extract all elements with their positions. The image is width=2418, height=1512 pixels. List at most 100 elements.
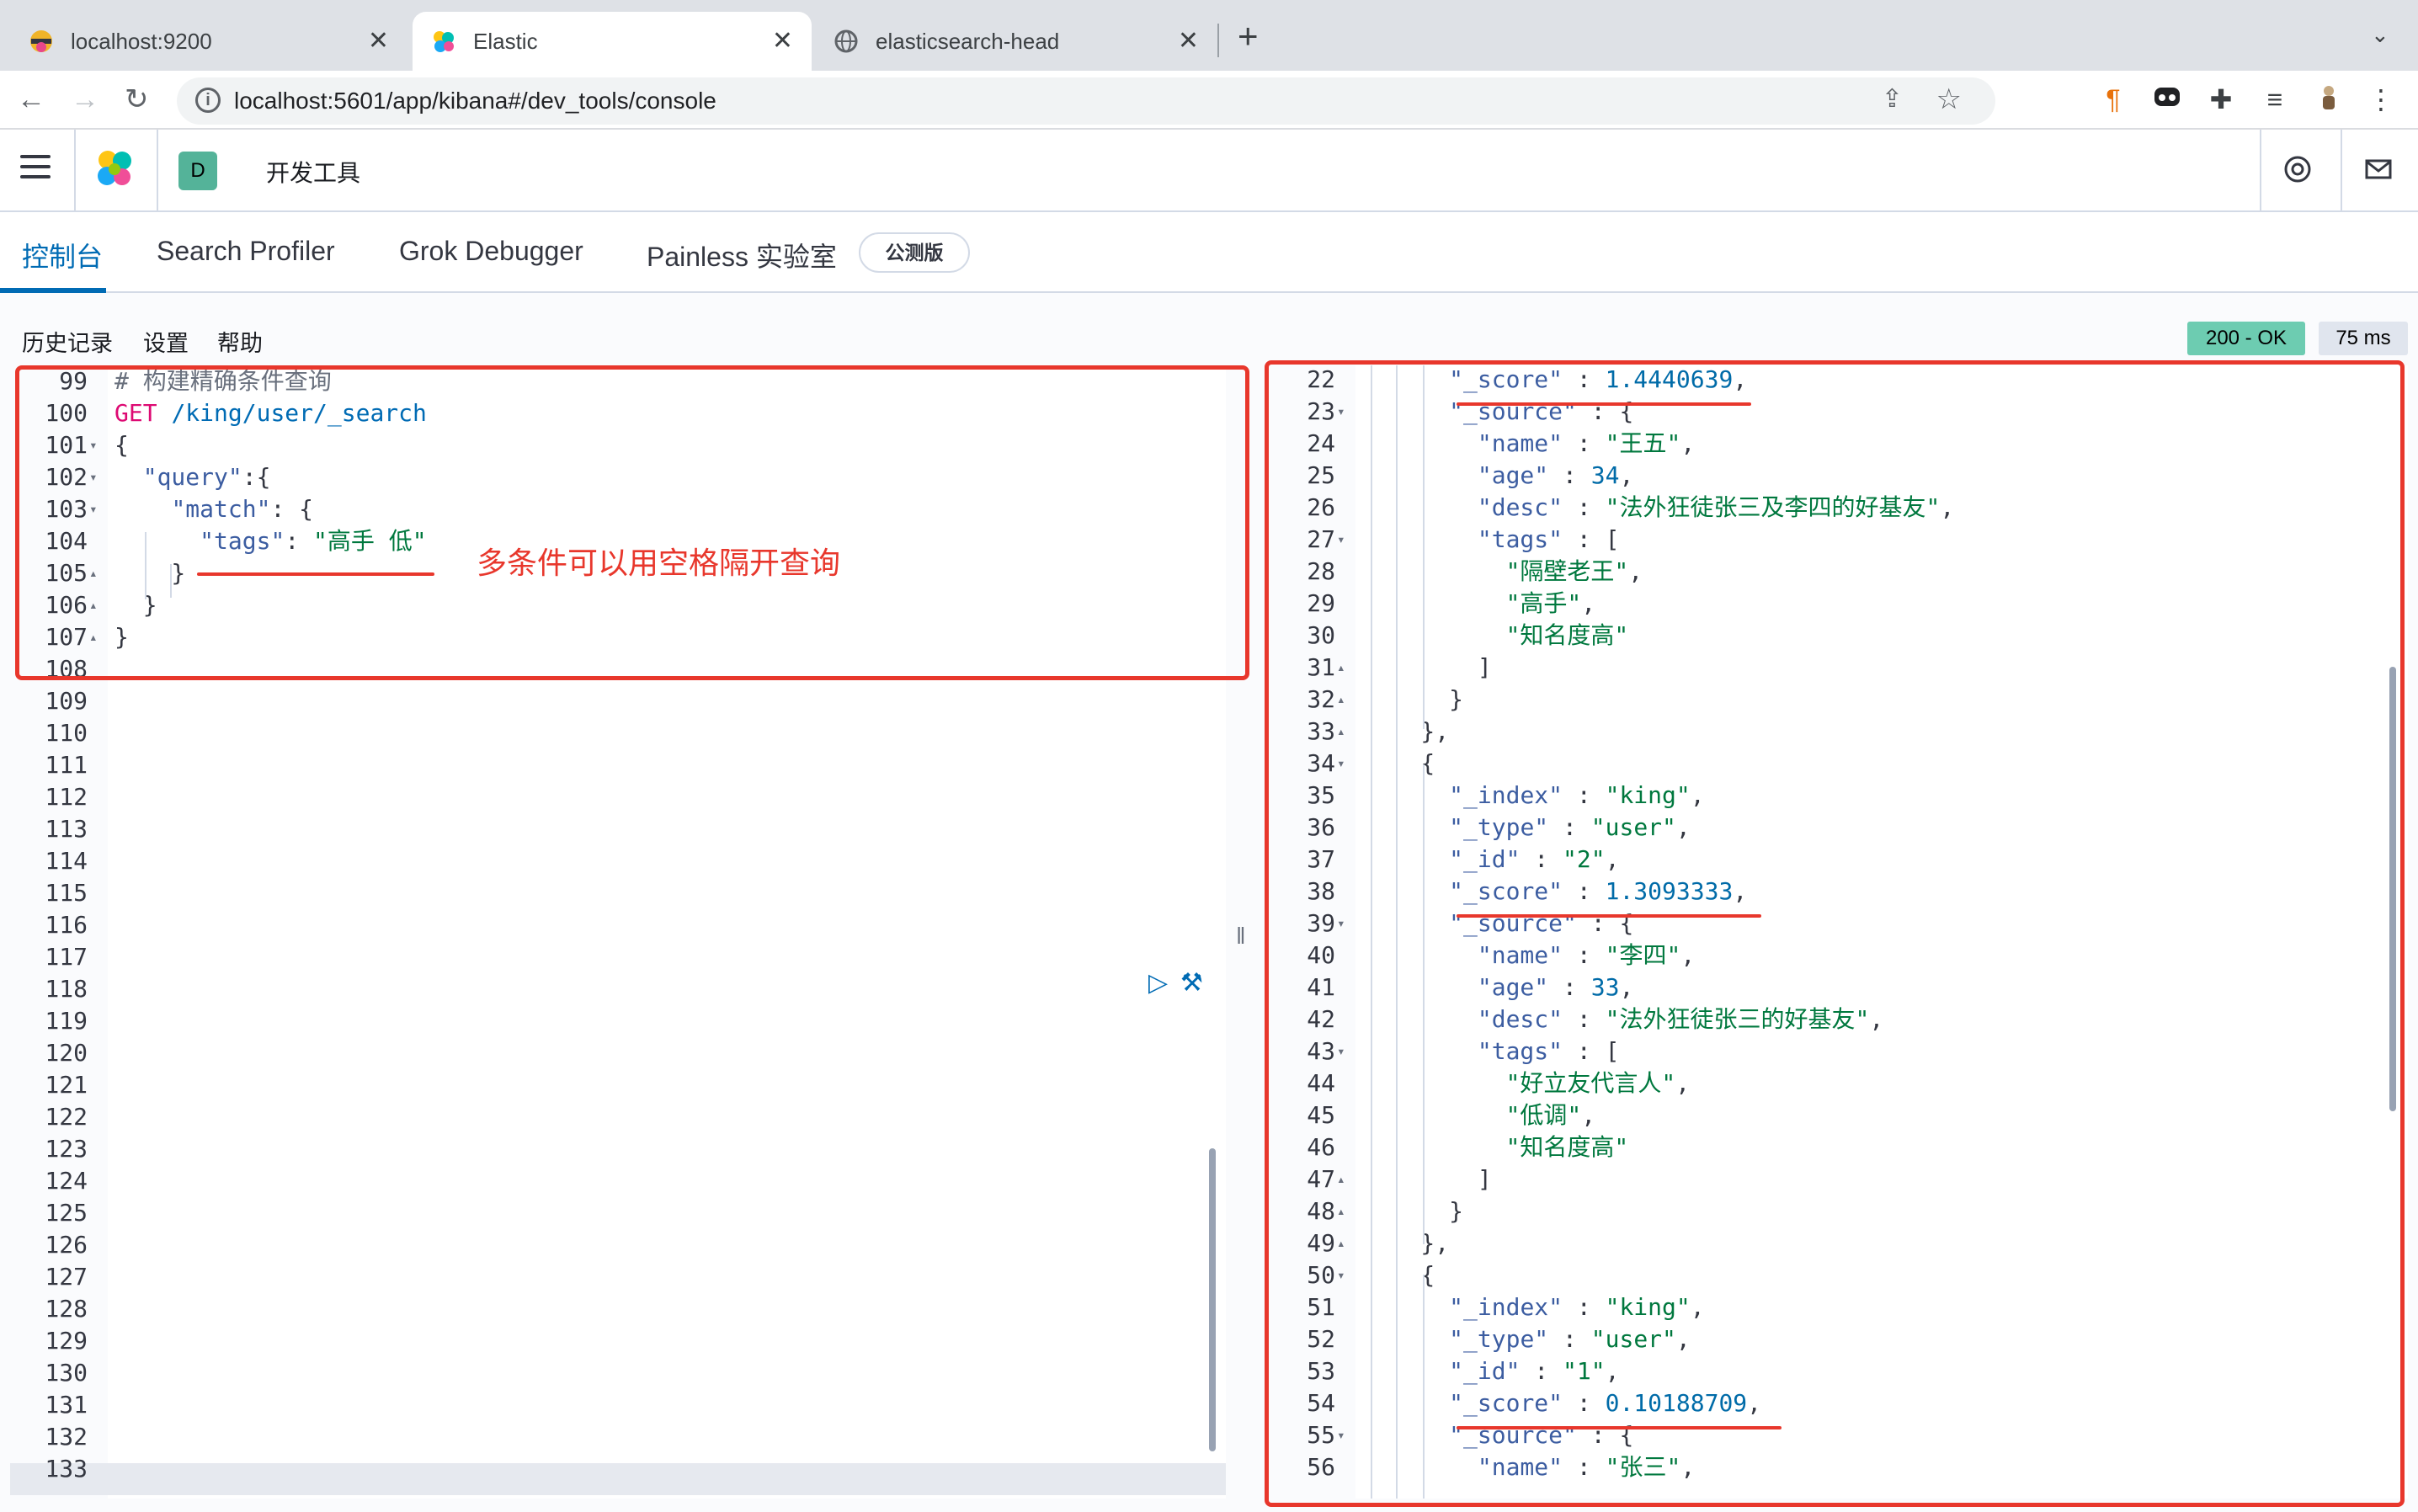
line-number: 119 bbox=[45, 1007, 88, 1035]
code-token: : bbox=[1563, 429, 1606, 457]
browser-tab-elastic[interactable]: Elastic ✕ bbox=[413, 12, 812, 71]
fold-caret-up-icon[interactable]: ▴ bbox=[1337, 723, 1345, 739]
forward-arrow-icon[interactable]: → bbox=[71, 83, 99, 115]
code-line: 113 bbox=[10, 813, 1226, 845]
share-icon[interactable]: ⇪ bbox=[1881, 85, 1903, 113]
fold-caret-up-icon[interactable]: ▴ bbox=[1337, 1203, 1345, 1219]
tab-grok-debugger[interactable]: Grok Debugger bbox=[399, 236, 583, 266]
fold-caret-up-icon[interactable]: ▴ bbox=[89, 629, 98, 645]
panel-resizer[interactable]: ‖ bbox=[1226, 365, 1258, 1499]
line-number: 112 bbox=[45, 783, 88, 811]
line-number: 122 bbox=[45, 1103, 88, 1131]
pilcrow-extension-icon[interactable]: ¶ bbox=[2106, 84, 2121, 114]
code-line: 26 "desc" : "法外狂徒张三及李四的好基友", bbox=[1258, 492, 2408, 524]
close-tab-icon[interactable]: ✕ bbox=[367, 27, 389, 55]
fold-caret-up-icon[interactable]: ▴ bbox=[1337, 1171, 1345, 1187]
browser-tab-title: localhost:9200 bbox=[71, 28, 212, 54]
fold-caret-down-icon[interactable]: ▾ bbox=[1337, 1427, 1345, 1443]
settings-menu-link[interactable]: 设置 bbox=[143, 331, 189, 356]
puzzle-extensions-icon[interactable]: ✚ bbox=[2209, 84, 2233, 114]
space-avatar[interactable]: D bbox=[178, 152, 217, 190]
extension-icon[interactable] bbox=[2150, 83, 2184, 116]
code-line: 37 "_id" : "2", bbox=[1258, 844, 2408, 876]
history-menu-link[interactable]: 历史记录 bbox=[22, 331, 113, 356]
editor-scrollbar[interactable] bbox=[1209, 1148, 1216, 1451]
line-number: 128 bbox=[45, 1295, 88, 1323]
line-number: 129 bbox=[45, 1327, 88, 1355]
hamburger-menu-icon[interactable] bbox=[20, 155, 51, 180]
fold-caret-down-icon[interactable]: ▾ bbox=[1337, 1043, 1345, 1059]
browser-tab-elasticsearch-head[interactable]: elasticsearch-head ✕ bbox=[817, 12, 1217, 71]
line-number: 53 bbox=[1307, 1357, 1335, 1385]
reading-list-icon[interactable]: ≡ bbox=[2266, 84, 2283, 114]
code-line: 56 "name" : "张三", bbox=[1258, 1451, 2408, 1483]
chevron-down-icon[interactable]: ⌄ bbox=[2371, 22, 2389, 47]
fold-caret-up-icon[interactable]: ▴ bbox=[89, 565, 98, 581]
line-number: 36 bbox=[1307, 813, 1335, 841]
code-text: "desc" : "法外狂徒张三及李四的好基友", bbox=[1364, 492, 1954, 524]
newsfeed-mail-icon[interactable] bbox=[2364, 155, 2393, 191]
line-number: 101 bbox=[45, 431, 88, 459]
close-tab-icon[interactable]: ✕ bbox=[1177, 27, 1199, 55]
code-token: }, bbox=[1364, 717, 1450, 745]
help-menu-link[interactable]: 帮助 bbox=[217, 331, 263, 356]
code-text: "name" : "张三", bbox=[1364, 1451, 1695, 1483]
code-token: "_index" bbox=[1449, 1293, 1563, 1321]
code-token: "_type" bbox=[1449, 813, 1549, 841]
code-line: 47▴ ] bbox=[1258, 1163, 2408, 1195]
code-line: 99# 构建精确条件查询 bbox=[10, 365, 1226, 397]
code-token: "好立友代言人" bbox=[1505, 1069, 1676, 1097]
resizer-grip-icon[interactable]: ‖ bbox=[1236, 923, 1246, 949]
code-token: "desc" bbox=[1477, 493, 1563, 521]
fold-caret-up-icon[interactable]: ▴ bbox=[1337, 691, 1345, 707]
elastic-logo-icon[interactable] bbox=[94, 148, 135, 190]
tab-painless-lab[interactable]: Painless 实验室 bbox=[647, 242, 837, 272]
header-divider bbox=[2260, 130, 2261, 210]
new-tab-plus-icon[interactable]: + bbox=[1238, 16, 1259, 56]
response-output[interactable]: 22 "_score" : 1.4440639,23▾ "_source" : … bbox=[1258, 365, 2408, 1499]
code-line: 29 "高手", bbox=[1258, 588, 2408, 620]
line-number: 105 bbox=[45, 559, 88, 587]
fold-caret-down-icon[interactable]: ▾ bbox=[89, 501, 98, 517]
fold-caret-down-icon[interactable]: ▾ bbox=[1337, 403, 1345, 419]
help-lifebuoy-icon[interactable] bbox=[2283, 155, 2312, 191]
fold-caret-down-icon[interactable]: ▾ bbox=[89, 437, 98, 453]
reload-icon[interactable]: ↻ bbox=[125, 83, 149, 115]
line-number: 23 bbox=[1307, 397, 1335, 425]
tab-search-profiler[interactable]: Search Profiler bbox=[157, 236, 335, 266]
code-text: "name" : "王五", bbox=[1364, 428, 1695, 460]
close-tab-icon[interactable]: ✕ bbox=[771, 27, 793, 55]
code-token: "tags" bbox=[200, 527, 285, 555]
code-token: :{ bbox=[242, 463, 271, 491]
code-line: 43▾ "tags" : [ bbox=[1258, 1036, 2408, 1067]
code-token: "query" bbox=[142, 463, 242, 491]
fold-caret-down-icon[interactable]: ▾ bbox=[1337, 531, 1345, 547]
code-text: "_score" : 1.4440639, bbox=[1364, 365, 1747, 396]
fold-caret-up-icon[interactable]: ▴ bbox=[1337, 659, 1345, 675]
profile-avatar-icon[interactable] bbox=[2312, 83, 2346, 116]
address-bar[interactable]: i localhost:5601/app/kibana#/dev_tools/c… bbox=[177, 77, 1995, 125]
output-scrollbar[interactable] bbox=[2389, 667, 2396, 1111]
line-number: 54 bbox=[1307, 1389, 1335, 1417]
browser-menu-icon[interactable]: ⋮ bbox=[2367, 84, 2394, 114]
code-token: : bbox=[1563, 781, 1606, 809]
tab-console[interactable]: 控制台 bbox=[22, 242, 104, 272]
indent-guide bbox=[1423, 365, 1425, 729]
fold-caret-down-icon[interactable]: ▾ bbox=[89, 469, 98, 485]
back-arrow-icon[interactable]: ← bbox=[17, 83, 45, 115]
line-number: 117 bbox=[45, 943, 88, 971]
wrench-actions-icon[interactable]: ⚒ bbox=[1180, 969, 1203, 997]
bookmark-star-icon[interactable]: ☆ bbox=[1936, 83, 1962, 115]
code-line: 44 "好立友代言人", bbox=[1258, 1067, 2408, 1099]
site-info-icon[interactable]: i bbox=[195, 88, 221, 113]
fold-caret-down-icon[interactable]: ▾ bbox=[1337, 755, 1345, 771]
fold-caret-down-icon[interactable]: ▾ bbox=[1337, 1267, 1345, 1283]
browser-tab-localhost-9200[interactable]: localhost:9200 ✕ bbox=[2, 12, 407, 71]
play-request-icon[interactable]: ▷ bbox=[1148, 969, 1169, 997]
fold-caret-up-icon[interactable]: ▴ bbox=[89, 597, 98, 613]
fold-caret-down-icon[interactable]: ▾ bbox=[1337, 915, 1345, 931]
line-number: 113 bbox=[45, 815, 88, 843]
code-text: # 构建精确条件查询 bbox=[115, 365, 332, 397]
fold-caret-up-icon[interactable]: ▴ bbox=[1337, 1235, 1345, 1251]
